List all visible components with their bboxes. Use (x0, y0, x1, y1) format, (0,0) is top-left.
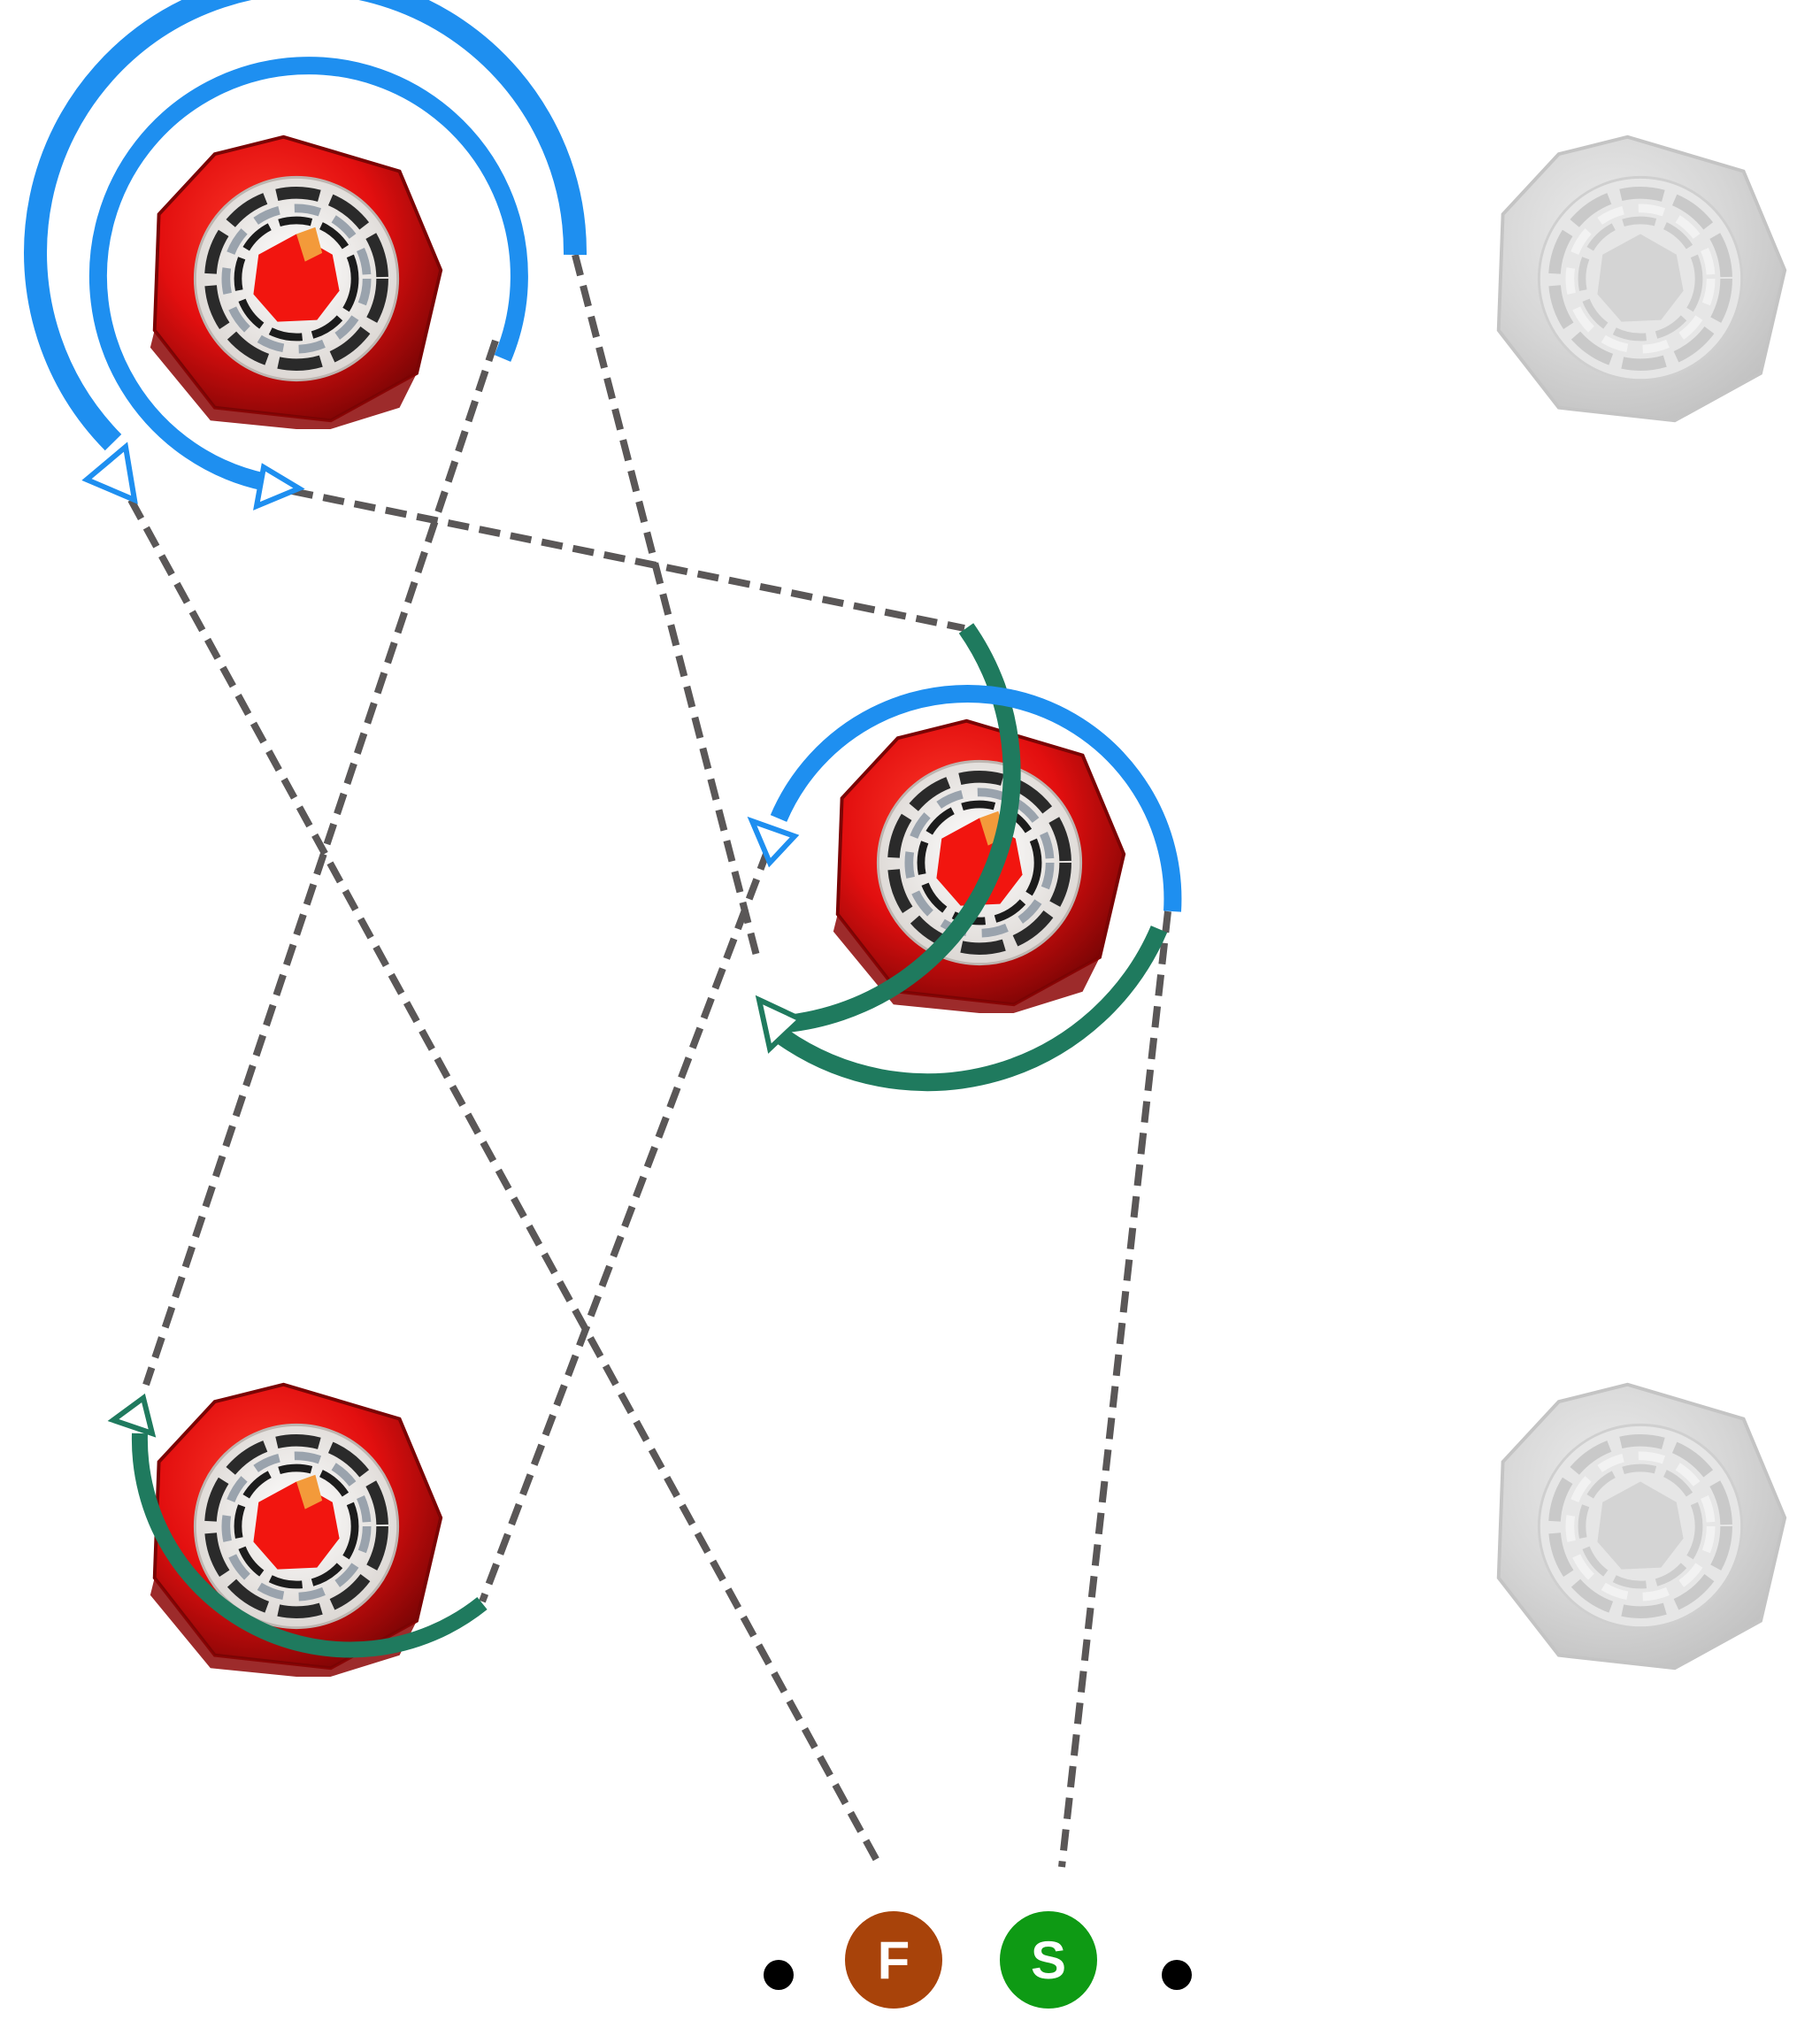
terminal-f-label: F (878, 1931, 910, 1990)
hollow-triangle-arrowhead-icon (87, 447, 134, 500)
hollow-triangle-arrowhead-icon (113, 1398, 152, 1433)
arrowheads (87, 447, 801, 1433)
hollow-triangle-arrowhead-icon (257, 467, 299, 506)
wire-path (575, 255, 756, 956)
terminals: F S (764, 1911, 1192, 2009)
peg-middle[interactable] (833, 721, 1124, 1016)
hollow-triangle-arrowhead-icon (752, 821, 795, 863)
peg-bottom-right[interactable] (1499, 1385, 1785, 1669)
terminal-f[interactable]: F (845, 1911, 942, 2009)
wire-path (482, 849, 768, 1602)
wire-path (146, 341, 495, 1385)
wire-path (292, 491, 964, 628)
black-dot-icon (1162, 1960, 1192, 1990)
terminal-s[interactable]: S (1000, 1911, 1097, 2009)
black-dot-icon (764, 1960, 794, 1990)
peg-top-left[interactable] (150, 137, 441, 432)
wire-path (1062, 911, 1168, 1867)
terminal-s-label: S (1031, 1931, 1066, 1990)
peg-top-right[interactable] (1499, 137, 1785, 421)
